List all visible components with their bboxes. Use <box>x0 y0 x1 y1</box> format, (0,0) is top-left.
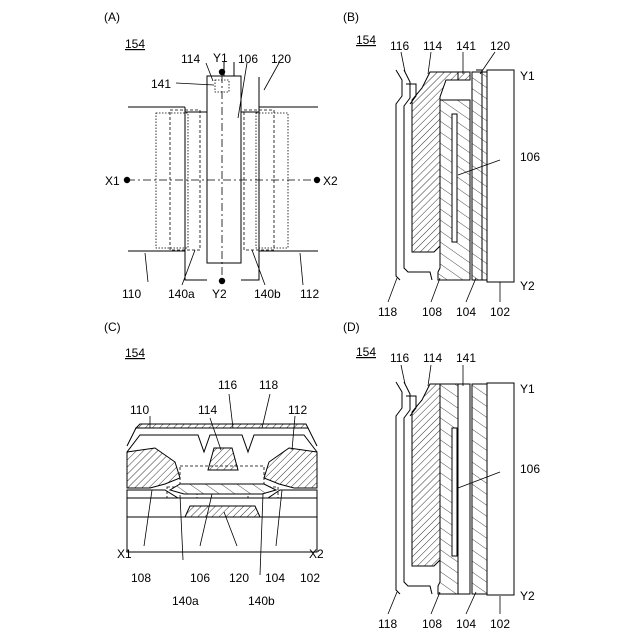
c-label-118: 118 <box>259 378 278 392</box>
b-label-y2: Y2 <box>520 279 535 293</box>
a-label-x1: X1 <box>105 174 120 188</box>
d-label-114: 114 <box>423 351 442 365</box>
x2-endpoint-dot <box>314 177 320 183</box>
panel-c-ref: 154 <box>125 346 145 360</box>
c-label-110: 110 <box>130 403 149 417</box>
d-label-104: 104 <box>456 617 476 631</box>
a-label-110: 110 <box>122 287 141 301</box>
panel-d-label: (D) <box>343 320 360 334</box>
y1-endpoint-dot <box>219 69 225 75</box>
c-label-140b: 140b <box>248 594 275 608</box>
c-label-106: 106 <box>190 571 210 585</box>
panel-a: (A) 154 <box>104 10 338 301</box>
c-label-114: 114 <box>198 403 217 417</box>
d-label-106: 106 <box>520 462 540 476</box>
b-label-114: 114 <box>423 39 442 53</box>
b-label-y1: Y1 <box>520 69 535 83</box>
a-label-112: 112 <box>300 287 319 301</box>
c-label-x1: X1 <box>117 547 132 561</box>
panel-d-ref: 154 <box>356 345 376 359</box>
c-label-102: 102 <box>300 571 320 585</box>
b-label-141: 141 <box>456 39 476 53</box>
c-label-108: 108 <box>131 571 151 585</box>
d-label-141: 141 <box>456 351 476 365</box>
panel-b: (B) 154 116 114 141 120 Y1 106 <box>343 10 540 319</box>
c-label-140a: 140a <box>172 594 199 608</box>
b-label-106: 106 <box>520 150 540 164</box>
a-label-x2: X2 <box>323 174 338 188</box>
c-label-116: 116 <box>218 378 237 392</box>
x1-endpoint-dot <box>124 177 130 183</box>
d-label-118: 118 <box>378 617 397 631</box>
c-label-104: 104 <box>265 571 285 585</box>
panel-b-label: (B) <box>343 10 359 24</box>
panel-c-label: (C) <box>104 320 121 334</box>
a-label-120: 120 <box>271 52 291 66</box>
c-label-112: 112 <box>288 403 307 417</box>
d-label-102: 102 <box>490 617 510 631</box>
a-label-114: 114 <box>181 52 200 66</box>
d-label-y2: Y2 <box>520 589 535 603</box>
panel-a-label: (A) <box>104 10 120 24</box>
b-label-104: 104 <box>456 305 476 319</box>
d-label-108: 108 <box>422 617 442 631</box>
b-label-108: 108 <box>422 305 442 319</box>
panel-c: (C) 154 <box>104 320 324 608</box>
b-label-118: 118 <box>378 305 397 319</box>
d-label-y1: Y1 <box>520 382 535 396</box>
a-label-140b: 140b <box>254 287 281 301</box>
c-label-x2: X2 <box>309 547 324 561</box>
b-label-102: 102 <box>490 305 510 319</box>
panel-d: (D) 154 116 114 141 Y1 106 Y2 118 108 <box>343 320 540 631</box>
a-label-141: 141 <box>151 77 171 91</box>
b-label-116: 116 <box>390 39 409 53</box>
a-label-140a: 140a <box>168 287 195 301</box>
c-label-120: 120 <box>229 571 249 585</box>
panel-b-ref: 154 <box>356 33 376 47</box>
a-label-106: 106 <box>238 52 258 66</box>
y2-endpoint-dot <box>219 278 225 284</box>
a-label-y2: Y2 <box>212 287 227 301</box>
panel-a-ref: 154 <box>125 37 145 51</box>
a-label-y1: Y1 <box>213 51 228 65</box>
b-label-120: 120 <box>490 39 510 53</box>
d-label-116: 116 <box>390 351 409 365</box>
